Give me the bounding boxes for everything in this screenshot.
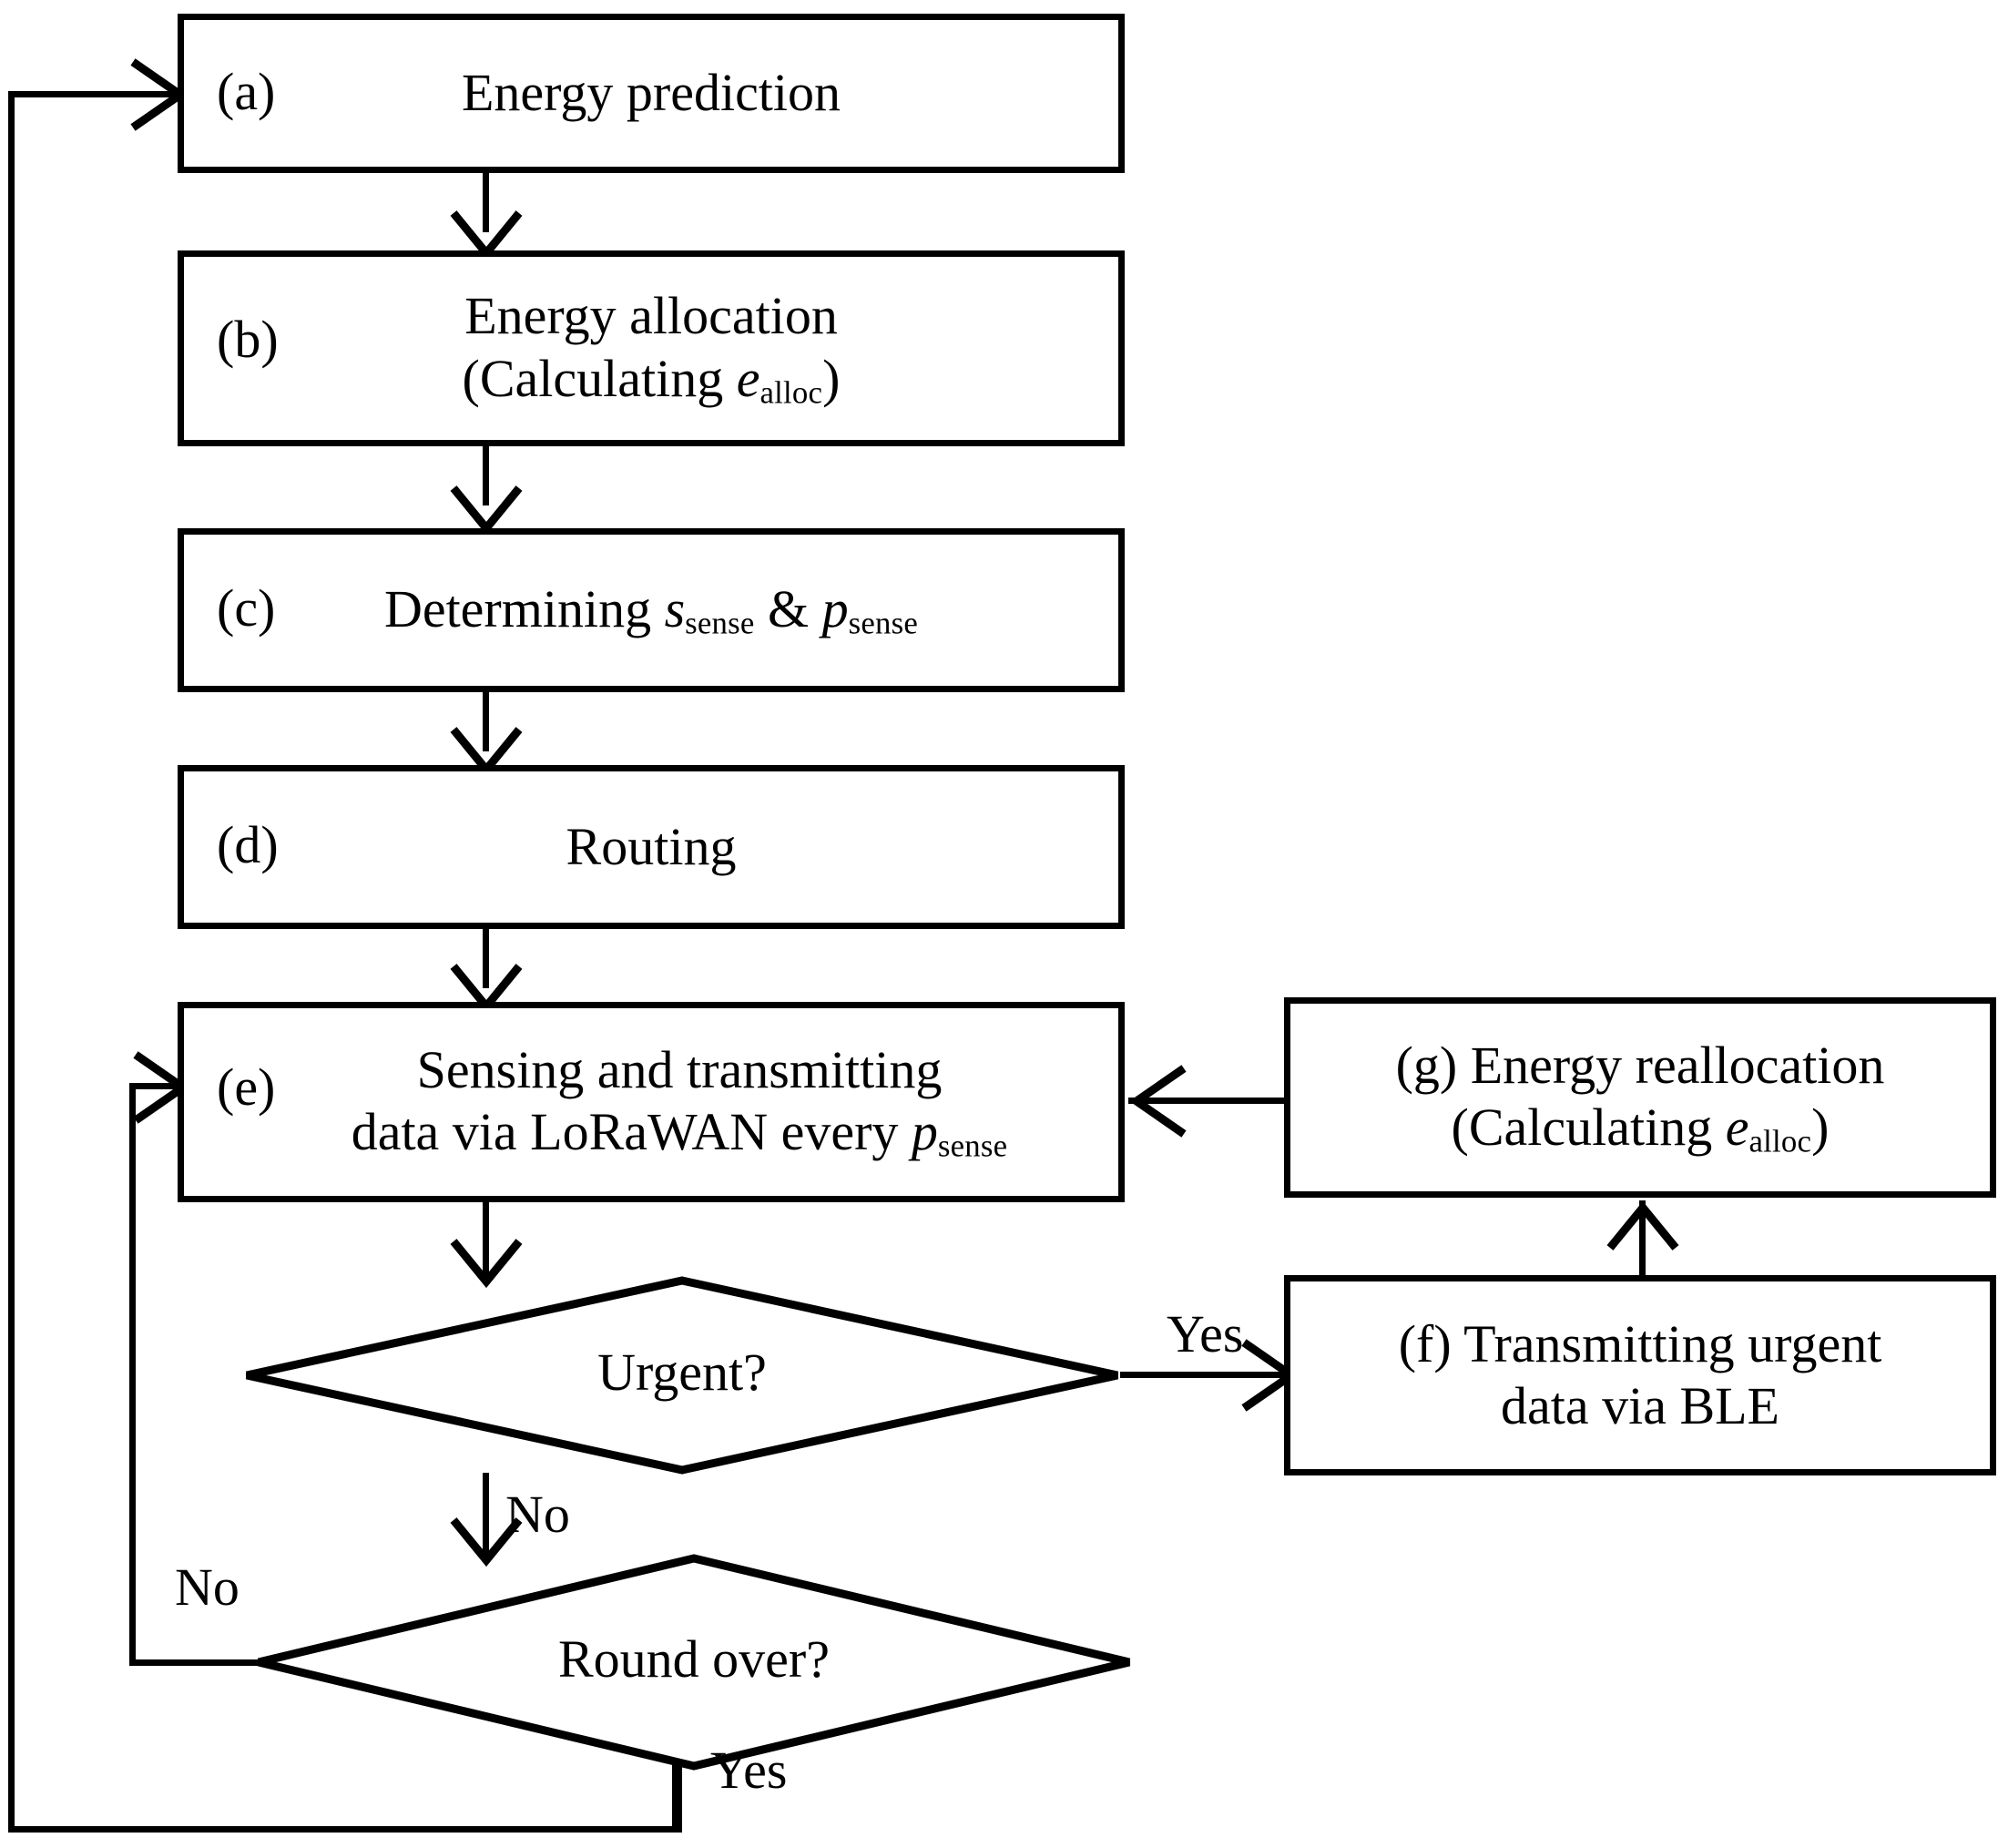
edge-d-to-e [483, 929, 489, 988]
arrowhead-urgent-to-round [448, 1515, 525, 1567]
edge-b-to-c [483, 446, 489, 505]
node-f-label: (f) Transmitting urgent data via BLE [1290, 1313, 1990, 1438]
outer-loop-top [8, 91, 177, 97]
inner-loop-top [129, 1083, 179, 1089]
node-c-label: Determining ssense & psense [184, 578, 1118, 642]
edge-label-urgent-yes: Yes [1167, 1304, 1244, 1363]
node-g-label: (g) Energy reallocation (Calculating eal… [1290, 1035, 1990, 1160]
edge-g-to-e [1128, 1098, 1288, 1104]
var-s-sense: s [664, 579, 686, 639]
node-g-energy-reallocation[interactable]: (g) Energy reallocation (Calculating eal… [1284, 997, 1996, 1198]
var-e-alloc: e [736, 348, 760, 408]
edge-label-round-over-yes: Yes [710, 1741, 788, 1800]
node-c-determining-params[interactable]: (c) Determining ssense & psense [178, 528, 1125, 692]
node-d-tag: (d) [217, 815, 279, 874]
node-f-line1: (f) Transmitting urgent [1398, 1313, 1882, 1373]
arrowhead-f-to-g [1605, 1200, 1681, 1253]
node-a-energy-prediction[interactable]: (a) Energy prediction [178, 14, 1125, 173]
edge-urgent-no-to-round [483, 1473, 489, 1557]
outer-loop-bottom [8, 1826, 682, 1833]
node-e-tag: (e) [217, 1057, 276, 1117]
node-c-tag: (c) [217, 578, 276, 638]
node-b-label: Energy allocation (Calculating ealloc) [184, 285, 1118, 411]
outer-loop-riser [676, 1724, 682, 1832]
arrowhead-g-to-e [1126, 1063, 1189, 1139]
node-round-over-decision[interactable]: Round over? [253, 1553, 1135, 1771]
edge-f-to-g [1639, 1200, 1646, 1281]
edge-urgent-yes-to-f [1120, 1372, 1290, 1378]
var-e-alloc-g: e [1725, 1098, 1749, 1158]
inner-loop-bottom [129, 1659, 266, 1666]
node-b-tag: (b) [217, 310, 279, 369]
node-a-tag: (a) [217, 62, 276, 121]
edge-round-yes-stub [672, 1724, 678, 1832]
node-d-label: Routing [566, 816, 737, 876]
node-round-over-label: Round over? [558, 1629, 830, 1689]
node-b-formula: (Calculating ealloc) [462, 348, 841, 411]
edge-a-to-b [483, 173, 489, 232]
node-e-label: Sensing and transmitting data via LoRaWA… [184, 1039, 1118, 1165]
edge-c-to-d [483, 692, 489, 751]
node-e-sensing-transmitting[interactable]: (e) Sensing and transmitting data via Lo… [178, 1002, 1125, 1202]
node-e-formula: data via LoRaWAN every psense [351, 1102, 1008, 1165]
node-a-label: Energy prediction [461, 63, 841, 123]
node-b-energy-allocation[interactable]: (b) Energy allocation (Calculating eallo… [178, 250, 1125, 446]
arrowhead-e-to-urgent [448, 1236, 525, 1289]
node-urgent-label: Urgent? [597, 1343, 767, 1402]
inner-loop-vertical [129, 1083, 136, 1666]
node-f-transmitting-urgent[interactable]: (f) Transmitting urgent data via BLE [1284, 1275, 1996, 1475]
node-g-formula: (Calculating ealloc) [1451, 1098, 1830, 1160]
node-d-routing[interactable]: (d) Routing [178, 765, 1125, 929]
node-g-line1: (g) Energy reallocation [1395, 1035, 1885, 1095]
edge-label-urgent-no: No [505, 1485, 570, 1544]
edge-label-round-over-no: No [175, 1557, 240, 1617]
var-p-sense: p [821, 579, 849, 639]
outer-loop-vertical [8, 91, 15, 1833]
edge-e-to-urgent [483, 1202, 489, 1277]
node-urgent-decision[interactable]: Urgent? [241, 1275, 1123, 1475]
var-p-sense-e: p [911, 1102, 938, 1162]
node-c-formula: Determining ssense & psense [383, 579, 919, 641]
